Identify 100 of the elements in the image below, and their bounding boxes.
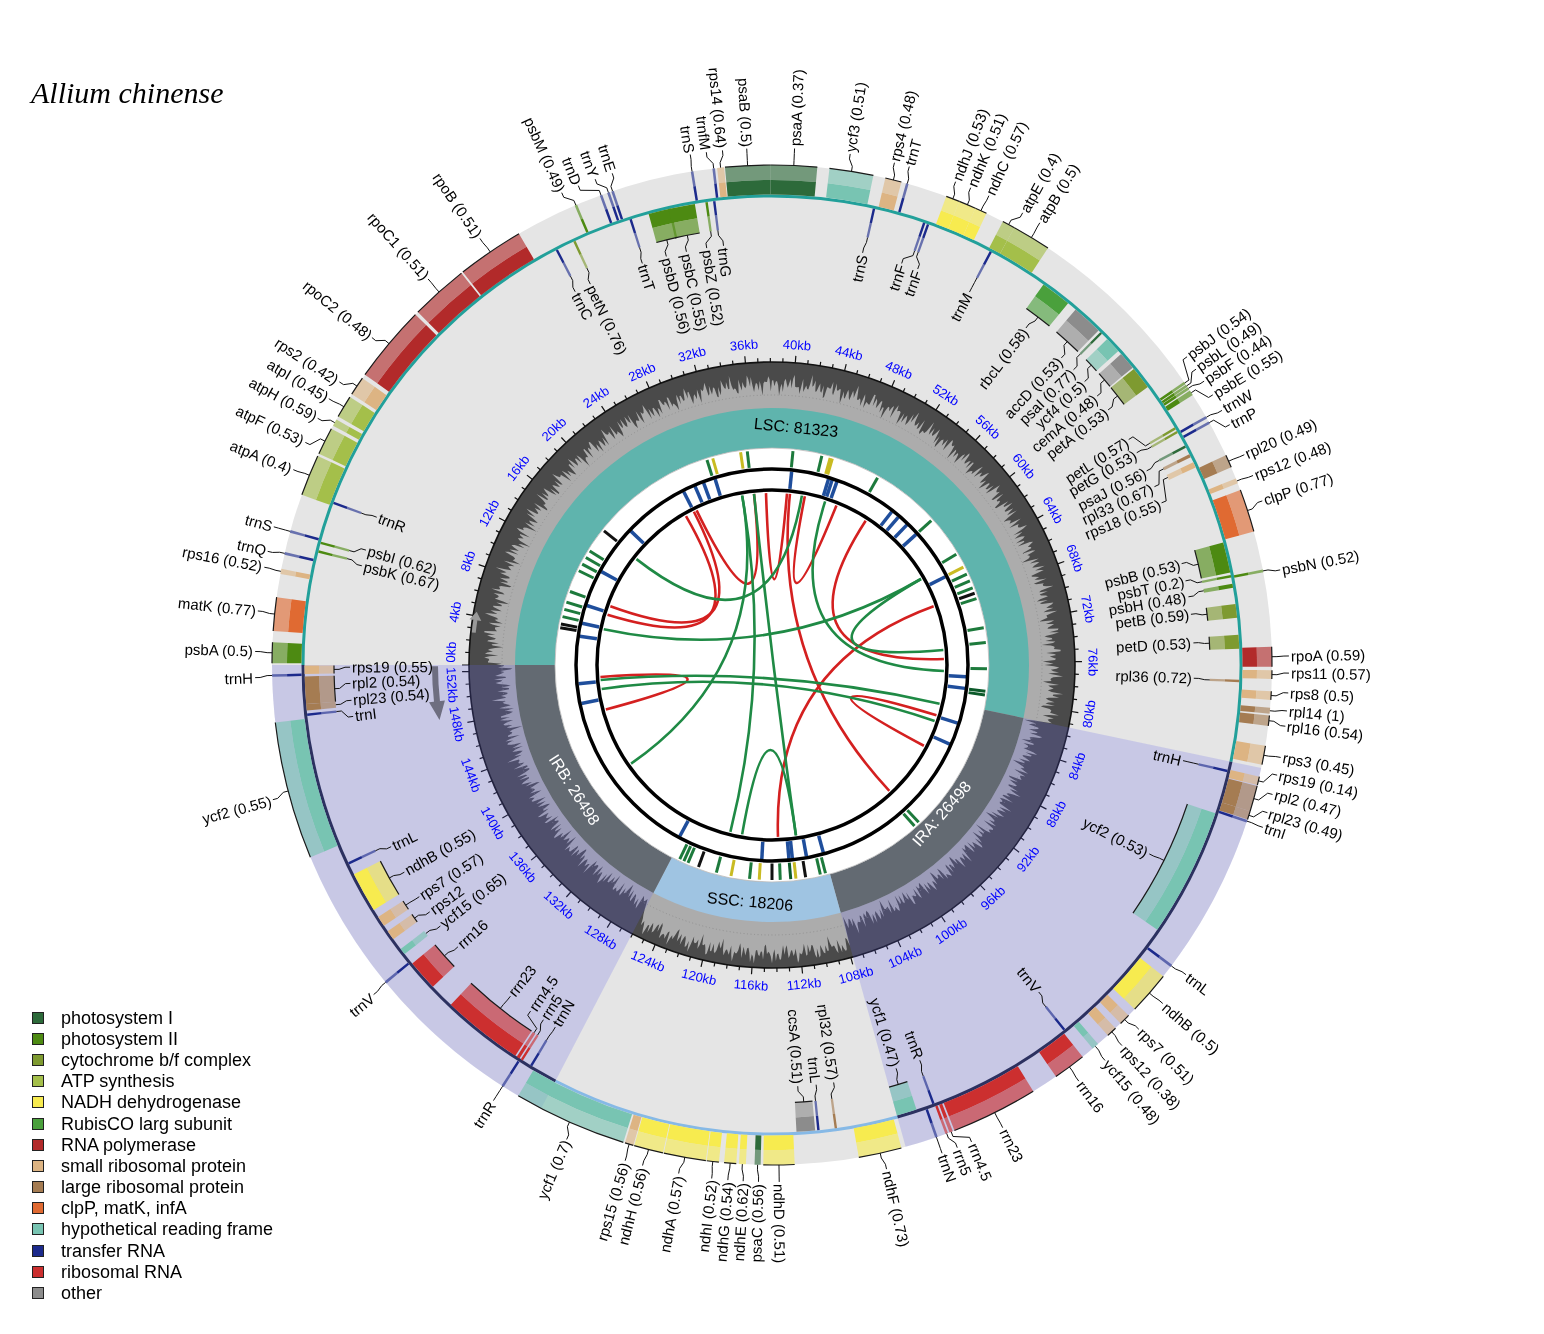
gene-block <box>935 1105 948 1134</box>
leader-line <box>952 181 957 200</box>
scale-label: 4kb <box>447 600 464 624</box>
gene-block <box>1218 810 1248 823</box>
gene-block <box>853 1119 902 1158</box>
leader-line <box>1136 446 1153 454</box>
gene-label: trnH <box>222 670 256 686</box>
leader-line <box>273 526 291 532</box>
leader-line <box>705 151 715 169</box>
gene-block <box>1182 421 1210 438</box>
gene-block <box>1158 445 1186 462</box>
leader-line <box>1030 222 1041 239</box>
gene-label: petD (0.53) <box>1114 635 1194 655</box>
legend-label: small ribosomal protein <box>61 1156 247 1175</box>
gene-block <box>975 251 992 279</box>
gene-block <box>724 164 771 197</box>
gene-block <box>1100 994 1130 1025</box>
leader-line <box>1182 760 1200 765</box>
leader-line <box>328 398 345 408</box>
leader-line <box>1247 500 1263 511</box>
gene-block <box>633 1117 670 1154</box>
gene-block <box>1162 454 1191 471</box>
leader-line <box>1038 991 1047 1008</box>
leader-line <box>1094 1045 1106 1061</box>
gene-block <box>1079 332 1102 355</box>
gene-label: trnL <box>1181 968 1215 999</box>
gene-block <box>274 719 338 858</box>
leader-line <box>1148 853 1165 861</box>
scale-label: 148kb <box>446 705 467 744</box>
gene-block <box>1073 1021 1099 1049</box>
gene-label: trnG <box>716 244 735 280</box>
leader-line <box>414 911 431 919</box>
gene-block <box>738 1134 748 1165</box>
gene-label: trnS <box>848 251 870 286</box>
leader-line <box>427 278 440 293</box>
leader-line <box>492 1085 504 1102</box>
scale-label: 88kb <box>1043 798 1069 830</box>
leader-line <box>566 1121 570 1140</box>
scale-label: 8kb <box>458 549 478 574</box>
gene-block <box>898 183 909 213</box>
gene-block <box>271 641 302 664</box>
gene-block <box>769 164 818 197</box>
legend-label: transfer RNA <box>61 1241 166 1260</box>
scale-label: 72kb <box>1079 593 1097 624</box>
leader-line <box>373 981 387 996</box>
gene-block <box>705 201 712 232</box>
leader-line <box>1253 792 1274 801</box>
gene-label: ndhD (0.51) <box>771 1181 788 1266</box>
gene-block <box>1180 416 1207 433</box>
scale-label: 144kb <box>458 756 483 795</box>
leader-line <box>371 337 390 345</box>
leader-line <box>689 154 693 172</box>
leader-line <box>879 1152 888 1170</box>
leader-line <box>1208 419 1231 428</box>
scale-label: 32kb <box>676 344 708 364</box>
leader-line <box>577 185 602 196</box>
gene-label: trnT <box>635 261 659 295</box>
gene-block <box>963 207 988 240</box>
legend-label: photosystem II <box>61 1029 179 1048</box>
gene-block <box>1233 741 1267 766</box>
gene-label: trnM <box>946 288 977 326</box>
leader-line <box>1148 992 1164 1004</box>
scale-label: 76kb <box>1086 647 1100 676</box>
leader-line <box>336 710 354 718</box>
leader-line <box>1068 1066 1080 1082</box>
leader-line <box>1257 773 1278 783</box>
gene-block <box>888 1080 917 1116</box>
legend-label: photosystem I <box>61 1008 174 1027</box>
gene-block <box>301 455 345 505</box>
leader-line <box>254 674 273 679</box>
leader-line <box>1270 692 1289 697</box>
leader-line <box>1246 820 1264 828</box>
leader-line <box>678 1156 686 1174</box>
gene-block <box>354 860 400 910</box>
leader-line <box>895 1067 899 1085</box>
gene-block <box>1098 354 1133 387</box>
scale-label: 120kb <box>679 967 718 988</box>
leader-line <box>257 610 276 615</box>
gene-label: psbN (0.52) <box>1278 547 1363 578</box>
leader-line <box>1124 1019 1140 1030</box>
gene-label: trnS <box>241 511 276 535</box>
leader-line <box>499 995 511 1009</box>
gene-block <box>713 200 719 231</box>
gene-block <box>307 710 337 716</box>
gene-block <box>762 1135 796 1166</box>
leader-line <box>360 512 378 518</box>
gene-block <box>922 1075 935 1105</box>
scale-label: 108kb <box>836 964 875 986</box>
gene-block <box>337 396 375 432</box>
scale-label: 52kb <box>930 381 961 409</box>
leader-line <box>1187 590 1205 598</box>
leader-line <box>1262 569 1281 572</box>
leader-line <box>1193 677 1211 681</box>
gene-block <box>989 220 1015 254</box>
gene-block <box>1194 542 1231 580</box>
legend-label: other <box>61 1284 103 1303</box>
leader-line <box>717 229 724 247</box>
gene-block <box>663 1124 710 1162</box>
gene-block <box>304 675 337 705</box>
gene-block <box>1165 390 1193 411</box>
